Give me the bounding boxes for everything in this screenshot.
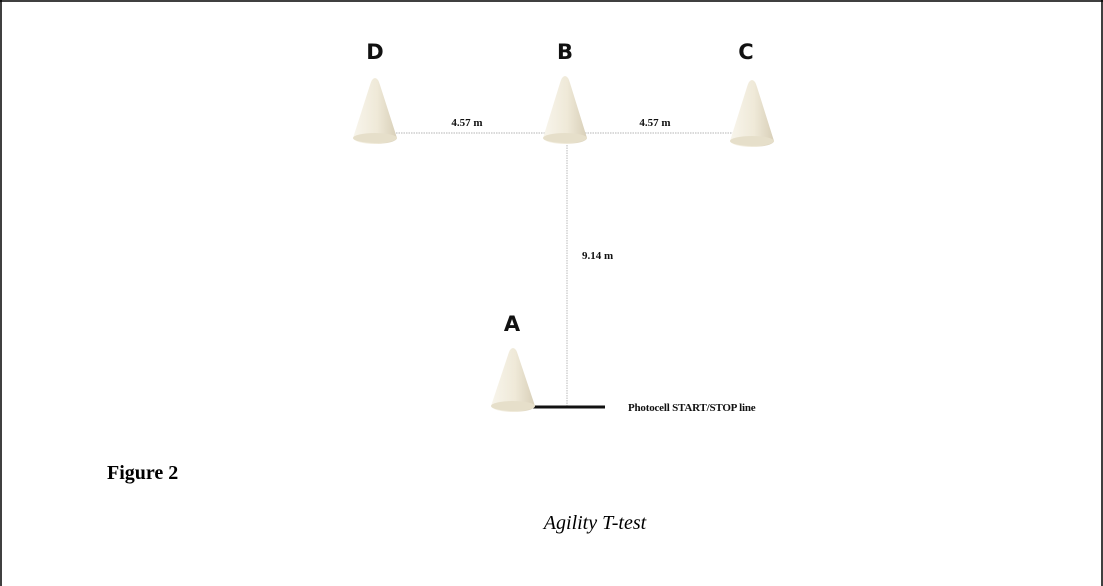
point-label-a: A (504, 312, 521, 336)
point-label-d: D (366, 40, 383, 64)
start-stop-line-label: Photocell START/STOP line (628, 402, 756, 414)
point-label-b: B (557, 40, 573, 64)
cone-a (491, 348, 535, 412)
figure-label: Figure 2 (107, 462, 178, 484)
distance-label-b-c: 4.57 m (639, 117, 670, 129)
distance-label-b-a: 9.14 m (582, 250, 613, 262)
figure-caption: Agility T-test (542, 512, 647, 534)
cone-d (353, 78, 397, 144)
cone-c (730, 80, 774, 147)
cone-b (543, 76, 587, 144)
distance-label-d-b: 4.57 m (451, 117, 482, 129)
point-label-c: C (738, 40, 753, 64)
